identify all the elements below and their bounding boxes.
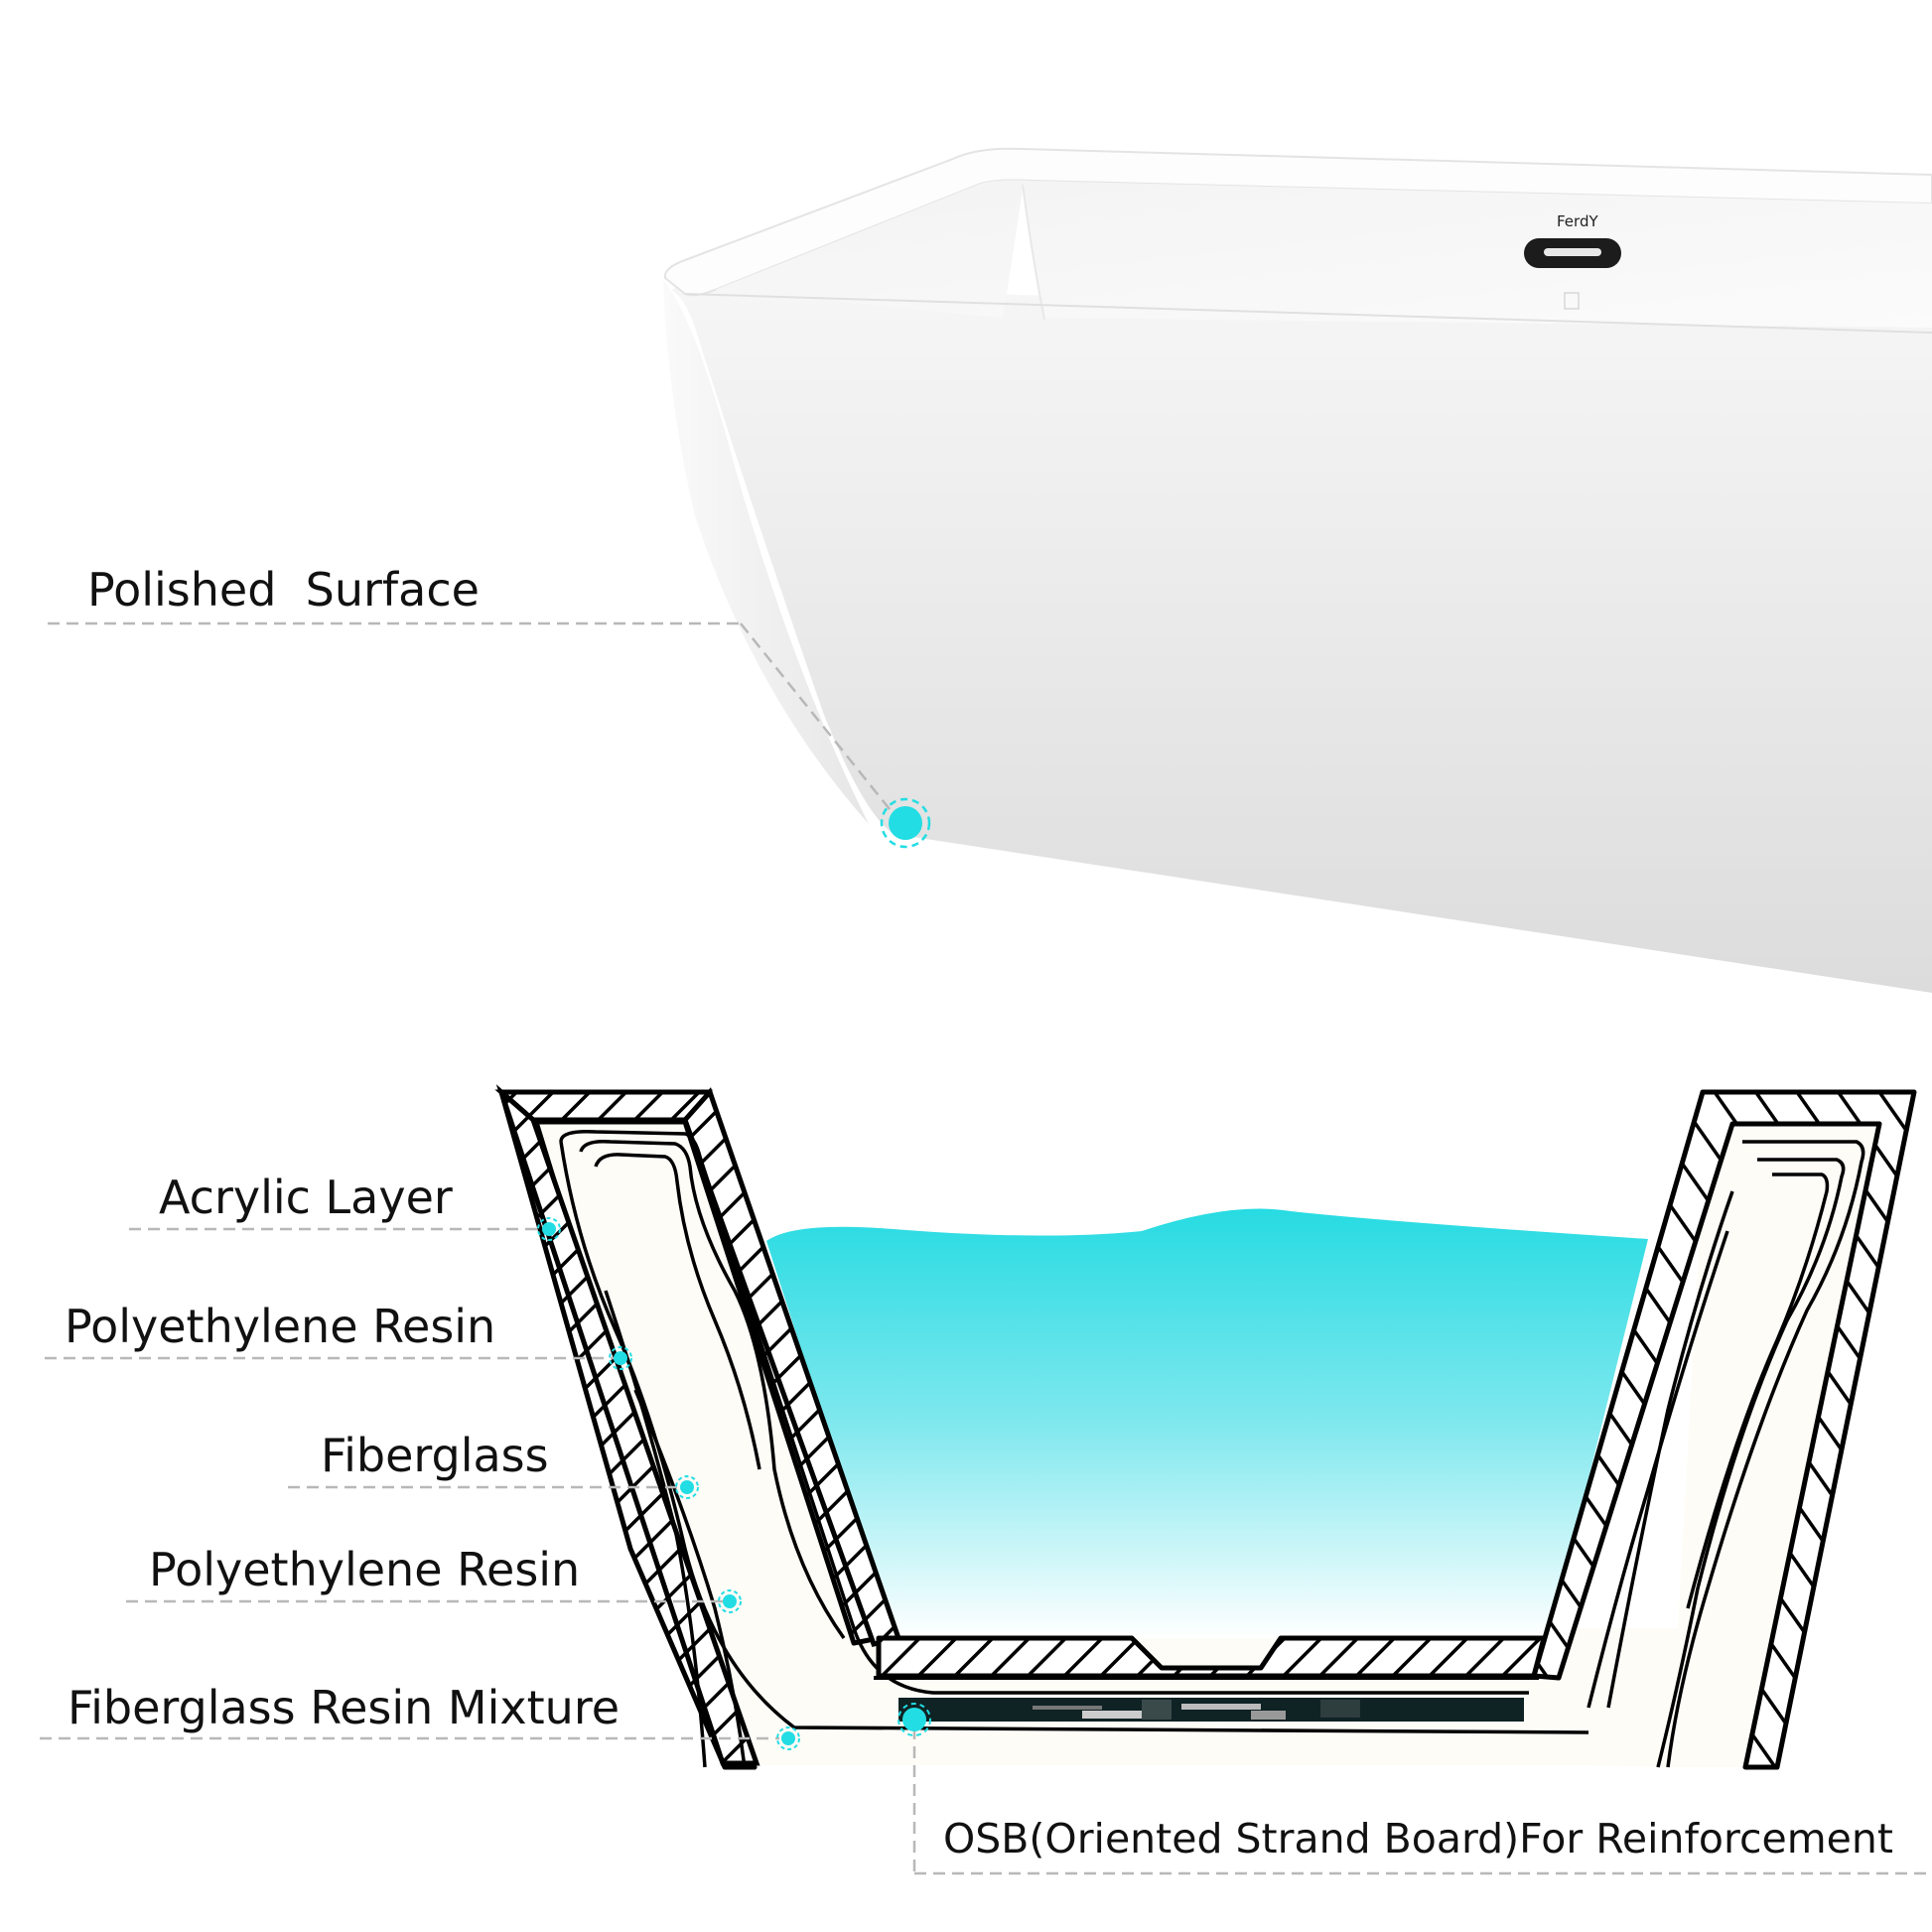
polished-surface-marker[interactable] xyxy=(880,797,931,849)
label-osb: OSB(Oriented Strand Board)For Reinforcem… xyxy=(943,1815,1893,1863)
label-acrylic-layer: Acrylic Layer xyxy=(159,1171,453,1224)
bathtub-render: FerdY Polished Surface xyxy=(48,147,1932,993)
overflow-drain-icon xyxy=(1524,238,1621,268)
marker-polyethylene-resin-2[interactable] xyxy=(718,1589,742,1613)
certification-mark-icon xyxy=(1564,292,1580,310)
label-fiberglass: Fiberglass xyxy=(321,1429,549,1482)
water xyxy=(766,1208,1648,1638)
marker-fiberglass[interactable] xyxy=(675,1475,699,1499)
layer-callouts: Acrylic Layer Polyethylene Resin Fibergl… xyxy=(40,1171,1932,1875)
polished-surface-label: Polished Surface xyxy=(87,563,480,617)
tub-side-face xyxy=(671,283,1932,993)
marker-osb[interactable] xyxy=(897,1703,931,1736)
tub-rim xyxy=(663,147,1932,297)
label-polyethylene-resin-1: Polyethylene Resin xyxy=(65,1300,495,1353)
label-fiberglass-resin-mixture: Fiberglass Resin Mixture xyxy=(68,1681,620,1734)
right-layer-lines xyxy=(1587,1140,1865,1768)
right-acrylic-wall xyxy=(1531,1089,1917,1770)
marker-acrylic-layer[interactable] xyxy=(537,1217,561,1241)
marker-polyethylene-resin-1[interactable] xyxy=(609,1346,632,1370)
marker-fiberglass-resin-mixture[interactable] xyxy=(776,1726,800,1750)
tub-end-face xyxy=(663,280,869,824)
cross-section xyxy=(494,1084,1917,1770)
tub-inner-basin xyxy=(715,180,1932,328)
label-polyethylene-resin-2: Polyethylene Resin xyxy=(149,1543,580,1596)
osb-board xyxy=(898,1698,1524,1722)
brand-logo: FerdY xyxy=(1557,212,1598,230)
